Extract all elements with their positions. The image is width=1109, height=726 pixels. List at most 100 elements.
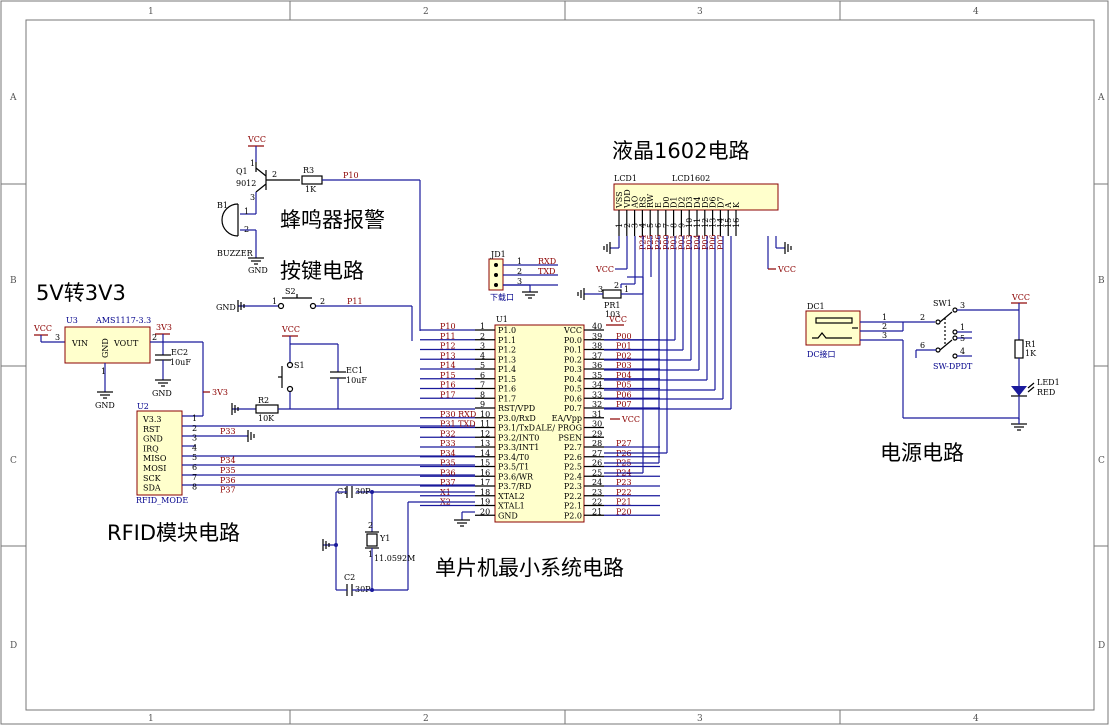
dc1-pin2: 2 — [882, 322, 887, 331]
b1-type: BUZZER — [217, 249, 254, 258]
mcu-right-net-label: P00 — [616, 332, 632, 341]
title-rfid: RFID模块电路 — [107, 521, 240, 545]
dc1-pin3: 3 — [882, 331, 887, 340]
ec2-value: 10uF — [170, 358, 191, 367]
mcu-left-net-label: P13 — [440, 351, 456, 360]
zone-col-2: 2 — [423, 7, 429, 17]
u2-mode: RFID_MODE — [136, 496, 188, 505]
led1-diode — [1011, 386, 1027, 396]
mcu-left-pin-number: 8 — [480, 390, 485, 399]
mcu-right-pin-number: 36 — [592, 361, 602, 370]
q1-type: 9012 — [236, 179, 256, 188]
rfid-pin-name: V3.3 — [142, 415, 162, 424]
r3-ref: R3 — [303, 166, 314, 175]
rfid-net-label: P35 — [220, 466, 236, 475]
mcu-left-net-label: P34 — [440, 449, 456, 458]
lcd-pin-name: D3 — [685, 196, 694, 208]
zone-col-3: 3 — [697, 7, 703, 17]
y1-value: 11.0592M — [374, 554, 415, 563]
mcu-right-pin-name: P0.3 — [564, 365, 582, 374]
mcu-left-pin-number: 10 — [480, 410, 490, 419]
mcu-right-pin-name: P2.6 — [564, 453, 582, 462]
mcu-right-pin-name: P2.1 — [564, 502, 582, 511]
mcu-right-pin-number: 21 — [592, 507, 602, 516]
lcd-pin-number: 14 — [716, 218, 725, 228]
mcu-left-net-label: P37 — [440, 478, 456, 487]
c1-value: 30P — [355, 487, 371, 496]
b1-ref: B1 — [217, 201, 228, 210]
lcd-pin-list: VSS1VDD2AO3RS4P24RW5P25E6P26D07P00D18P01… — [615, 189, 741, 250]
mcu-right-pin-name: P0.4 — [564, 375, 582, 384]
power-vcc-label: VCC — [1011, 293, 1030, 302]
mcu-right-pin-name: ALE/ PROG — [534, 424, 582, 433]
mcu-right-net-label: P23 — [616, 478, 632, 487]
mcu-left-pin-name: P3.3/INT1 — [498, 443, 539, 452]
mcu-left-pin-number: 4 — [480, 351, 485, 360]
rfid-pin-name: IRQ — [143, 444, 159, 453]
mcu-right-pin-number: 32 — [592, 400, 602, 409]
lcd-pin-number: 12 — [701, 218, 710, 228]
mcu-left-pin-number: 6 — [480, 371, 485, 380]
lcd-pin-name: A — [724, 202, 733, 209]
rfid-pin-number: 1 — [192, 414, 197, 423]
mcu-left-pin-number: 15 — [480, 459, 490, 468]
mcu-right-net-label: P20 — [616, 507, 632, 516]
lcd-data-bus — [604, 236, 732, 474]
sw1-pin5: 5 — [960, 334, 965, 343]
mcu-right-pin-number: 26 — [592, 459, 602, 468]
mcu-right-net-label: P06 — [616, 390, 632, 399]
sw1-ref: SW1 — [933, 299, 952, 308]
mcu-right-pin-name: P2.5 — [564, 463, 582, 472]
zone-row-a-right: A — [1097, 93, 1105, 103]
jd1-pin-dot — [494, 283, 498, 287]
r3-resistor — [301, 175, 323, 185]
s1-ref: S1 — [294, 361, 305, 370]
lcd-pin-number: 1 — [615, 223, 624, 228]
rfid-net-label: P36 — [220, 476, 236, 485]
rfid-pin-name: SDA — [143, 484, 161, 493]
mcu-right-net-label: P27 — [616, 439, 632, 448]
u3-3v3-label: 3V3 — [156, 323, 172, 332]
pr1-pin1: 1 — [624, 285, 629, 294]
zone-col-3-bottom: 3 — [697, 714, 703, 724]
zone-row-d-right: D — [1098, 641, 1105, 651]
s2-ref: S2 — [285, 287, 296, 296]
lcd-pin-name: D2 — [677, 196, 686, 208]
lcd-ref: LCD1 — [614, 174, 637, 183]
rfid-net-label: P33 — [220, 427, 236, 436]
lcd-net-label: P03 — [685, 234, 694, 250]
mcu-left-net-label: P33 — [440, 439, 456, 448]
r2-value: 10K — [258, 414, 275, 423]
lcd-a-vcc-label: VCC — [777, 265, 796, 274]
mcu-left-pin-number: 1 — [480, 322, 485, 331]
mcu-left-pin-name: P3.6/WR — [498, 472, 534, 481]
mcu-right-pin-name: P0.6 — [564, 394, 582, 403]
mcu-left-net-label: P35 — [440, 459, 456, 468]
jd1-label: 下载口 — [490, 292, 514, 302]
mcu-left-net-label: P12 — [440, 342, 456, 351]
mcu-left-pin-number: 20 — [480, 507, 490, 516]
s2-pin1: 1 — [272, 297, 277, 306]
u3-gnd-label: GND — [95, 401, 115, 410]
mcu-right-pin-number: 25 — [592, 468, 602, 477]
lcd-pin-name: D4 — [693, 196, 702, 208]
ec1-value: 10uF — [346, 376, 367, 385]
lcd-pin-number: 5 — [646, 223, 655, 228]
u3-pin2: 2 — [152, 333, 157, 342]
lcd-pin-number: 8 — [670, 223, 679, 228]
mcu-right-pin-name: VCC — [563, 326, 582, 335]
rfid-pin-number: 6 — [192, 463, 197, 472]
u3-vout: VOUT — [113, 339, 139, 348]
u1-ea-vcc-label: VCC — [621, 415, 640, 424]
lcd-pin-name: K — [732, 201, 741, 208]
lcd-pin-name: VSS — [615, 191, 624, 209]
lcd-pin-number: 11 — [693, 218, 702, 228]
rfid-pin-number: 8 — [192, 483, 197, 492]
jd1-pin-dot — [494, 263, 498, 267]
rfid-pin-number: 5 — [192, 453, 197, 462]
q1-pin1: 1 — [250, 159, 255, 168]
lcd-pin-number: 16 — [732, 218, 741, 228]
dc1-body — [805, 310, 861, 346]
